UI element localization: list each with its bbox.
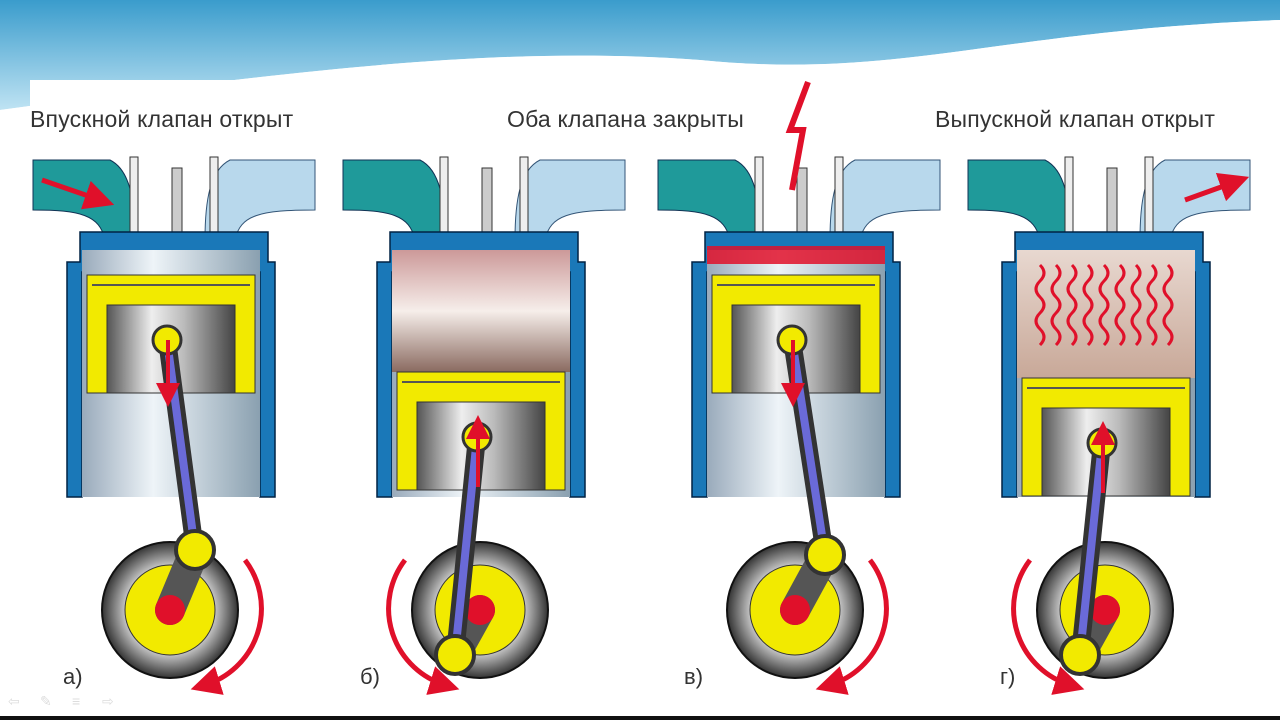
spark-plug — [171, 167, 183, 241]
intake-valve — [129, 156, 139, 243]
panel-label-g: г) — [1000, 664, 1016, 689]
connecting-rod-highlight — [1076, 442, 1106, 656]
panel-label-v: в) — [684, 664, 704, 689]
rotation-arrow-icon — [386, 558, 460, 695]
exhaust-gas-swirl — [1050, 263, 1062, 347]
back-arrow-icon[interactable]: ⇦ — [8, 693, 20, 709]
exhaust-gas-swirl — [1098, 263, 1110, 347]
caption-intake-open: Впускной клапан открыт — [30, 106, 294, 132]
exhaust-valve — [519, 156, 529, 243]
engine-exhaust — [967, 156, 1251, 695]
connecting-rod-highlight — [788, 339, 829, 556]
exhaust-gas-swirl — [1146, 263, 1158, 347]
exhaust-gas-swirl — [1034, 263, 1046, 347]
exhaust-flow-arrow-icon — [1184, 172, 1250, 203]
crank-pin — [174, 529, 216, 571]
pen-icon[interactable]: ✎ — [40, 693, 52, 709]
exhaust-gas-swirl — [1082, 263, 1094, 347]
intake-valve — [754, 156, 764, 243]
caption-exhaust-open: Выпускной клапан открыт — [935, 106, 1216, 132]
connecting-rod-highlight — [163, 339, 199, 551]
rotation-arrow-icon — [190, 558, 264, 695]
bottom-bar — [0, 716, 1280, 720]
exhaust-gas-swirl — [1066, 263, 1078, 347]
compressed-gas — [392, 250, 570, 372]
caption-both-closed: Оба клапана закрыты — [507, 106, 744, 132]
intake-valve — [439, 156, 449, 243]
crank-center — [780, 595, 810, 625]
connecting-rod-highlight — [451, 436, 481, 656]
spark-plug — [481, 167, 493, 241]
spark-bolt-icon — [785, 80, 811, 191]
crank-pin — [1059, 634, 1101, 676]
exhaust-valve — [209, 156, 219, 243]
exhaust-gas-swirl — [1130, 263, 1142, 347]
panel-label-a: а) — [63, 664, 83, 689]
engine-compression — [342, 156, 626, 695]
forward-arrow-icon[interactable]: ⇨ — [102, 693, 114, 709]
engine-intake — [32, 156, 316, 695]
spark-plug — [796, 167, 808, 241]
crank-center — [1090, 595, 1120, 625]
menu-icon[interactable]: ≡ — [72, 693, 81, 709]
crank-center — [465, 595, 495, 625]
exhaust-gas-swirl — [1162, 263, 1174, 347]
spark-plug — [1106, 167, 1118, 241]
rotation-arrow-icon — [1011, 558, 1085, 695]
exhaust-valve — [834, 156, 844, 243]
crank-pin — [804, 534, 846, 576]
crank-pin — [434, 634, 476, 676]
crank-center — [155, 595, 185, 625]
exhaust-gas-swirl — [1114, 263, 1126, 347]
engine-power — [657, 156, 941, 695]
intake-flow-arrow-icon — [41, 177, 115, 210]
panel-label-b: б) — [360, 664, 380, 689]
combustion-flash — [707, 246, 885, 264]
rotation-arrow-icon — [815, 558, 889, 695]
intake-valve — [1064, 156, 1074, 243]
exhaust-valve — [1144, 156, 1154, 243]
